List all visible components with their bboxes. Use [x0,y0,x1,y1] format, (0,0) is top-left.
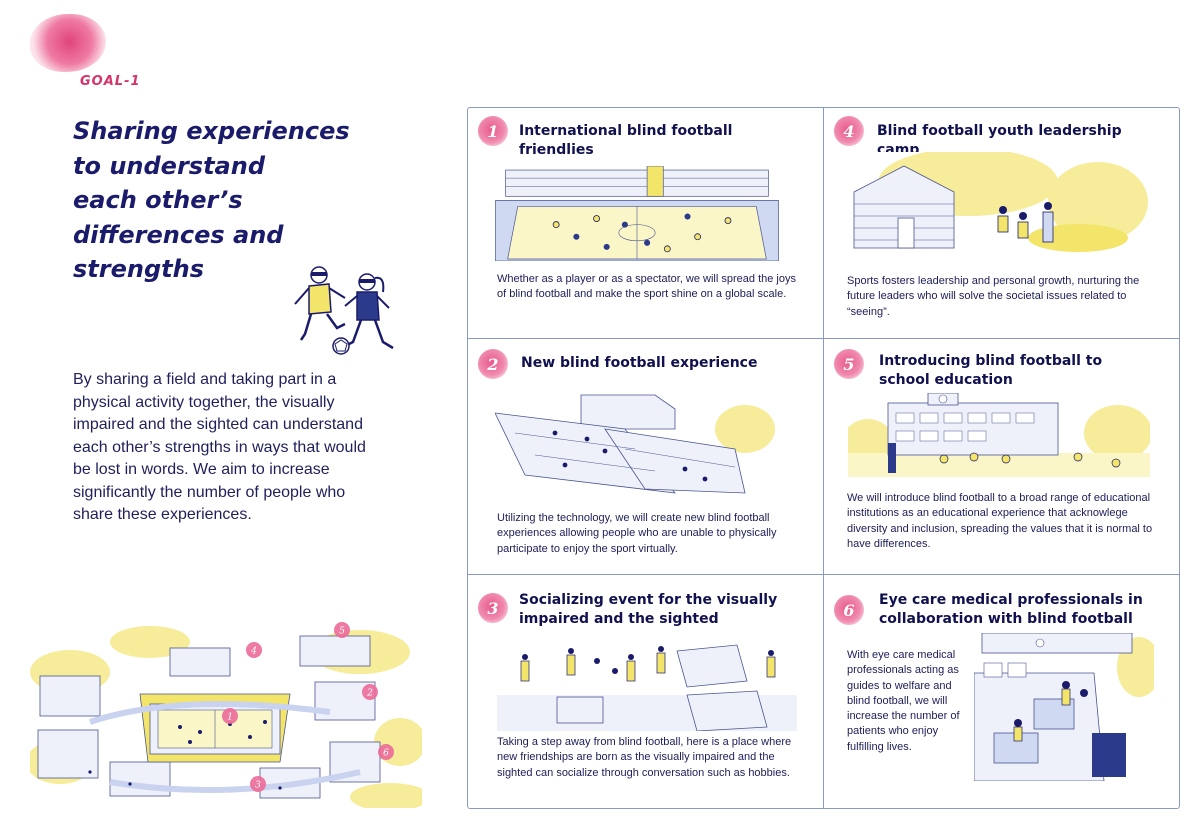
card-number-badge: 5 [834,349,864,379]
card-description: Utilizing the technology, we will create… [497,512,777,555]
card-3: 3 Socializing event for the visually imp… [468,574,824,808]
goal-pink-blob [30,14,106,72]
card-4: 4 Blind football youth leadership camp S… [823,108,1179,338]
page-title: Sharing experiences to understand each o… [73,114,393,287]
title-line: strengths [73,255,204,283]
card-number-badge: 2 [478,349,508,379]
card-description: Sports fosters leadership and personal g… [847,275,1140,318]
overview-marker: 2 [366,689,373,699]
players-illustration [294,266,394,355]
virtual-experience-illustration [495,389,785,499]
title-line: Sharing experiences [73,117,350,145]
card-description: We will introduce blind football to a br… [847,492,1153,550]
goal-label: GOAL-1 [80,74,141,89]
card-title: Introducing blind football to school edu… [879,353,1103,388]
intro-paragraph: By sharing a field and taking part in a … [73,371,366,523]
card-number-badge: 4 [834,116,864,146]
city-overview-illustration: 1 2 3 4 5 6 [30,612,422,808]
card-2: 2 New blind football experience Utilizin… [468,338,824,574]
title-line: differences and [73,220,284,249]
card-title: International blind football friendlies [519,123,733,158]
overview-marker: 1 [227,713,233,723]
card-title: New blind football experience [521,355,758,371]
overview-marker: 6 [383,749,389,759]
camp-illustration [848,152,1148,252]
overview-marker: 3 [255,781,261,791]
card-number-badge: 3 [478,593,508,623]
stadium-illustration [495,166,779,261]
card-6: 6 Eye care medical professionals in coll… [823,574,1179,808]
overview-marker: 5 [339,627,345,637]
card-description: Taking a step away from blind football, … [497,736,792,779]
title-line: each other’s [73,186,243,214]
card-number-badge: 6 [834,595,864,625]
card-title: Socializing event for the visually impai… [519,592,778,627]
clinic-illustration [974,633,1154,781]
card-description: With eye care medical professionals acti… [847,649,960,753]
goals-grid: 1 International blind football friendlie… [467,107,1180,809]
card-5: 5 Introducing blind football to school e… [823,338,1179,574]
card-number-badge: 1 [478,116,508,146]
title-line: to understand [73,151,265,180]
card-1: 1 International blind football friendlie… [468,108,824,338]
card-title: Eye care medical professionals in collab… [879,592,1143,627]
card-description: Whether as a player or as a spectator, w… [497,273,796,301]
overview-marker: 4 [250,647,257,657]
socializing-illustration [497,631,797,731]
school-illustration [848,393,1150,477]
